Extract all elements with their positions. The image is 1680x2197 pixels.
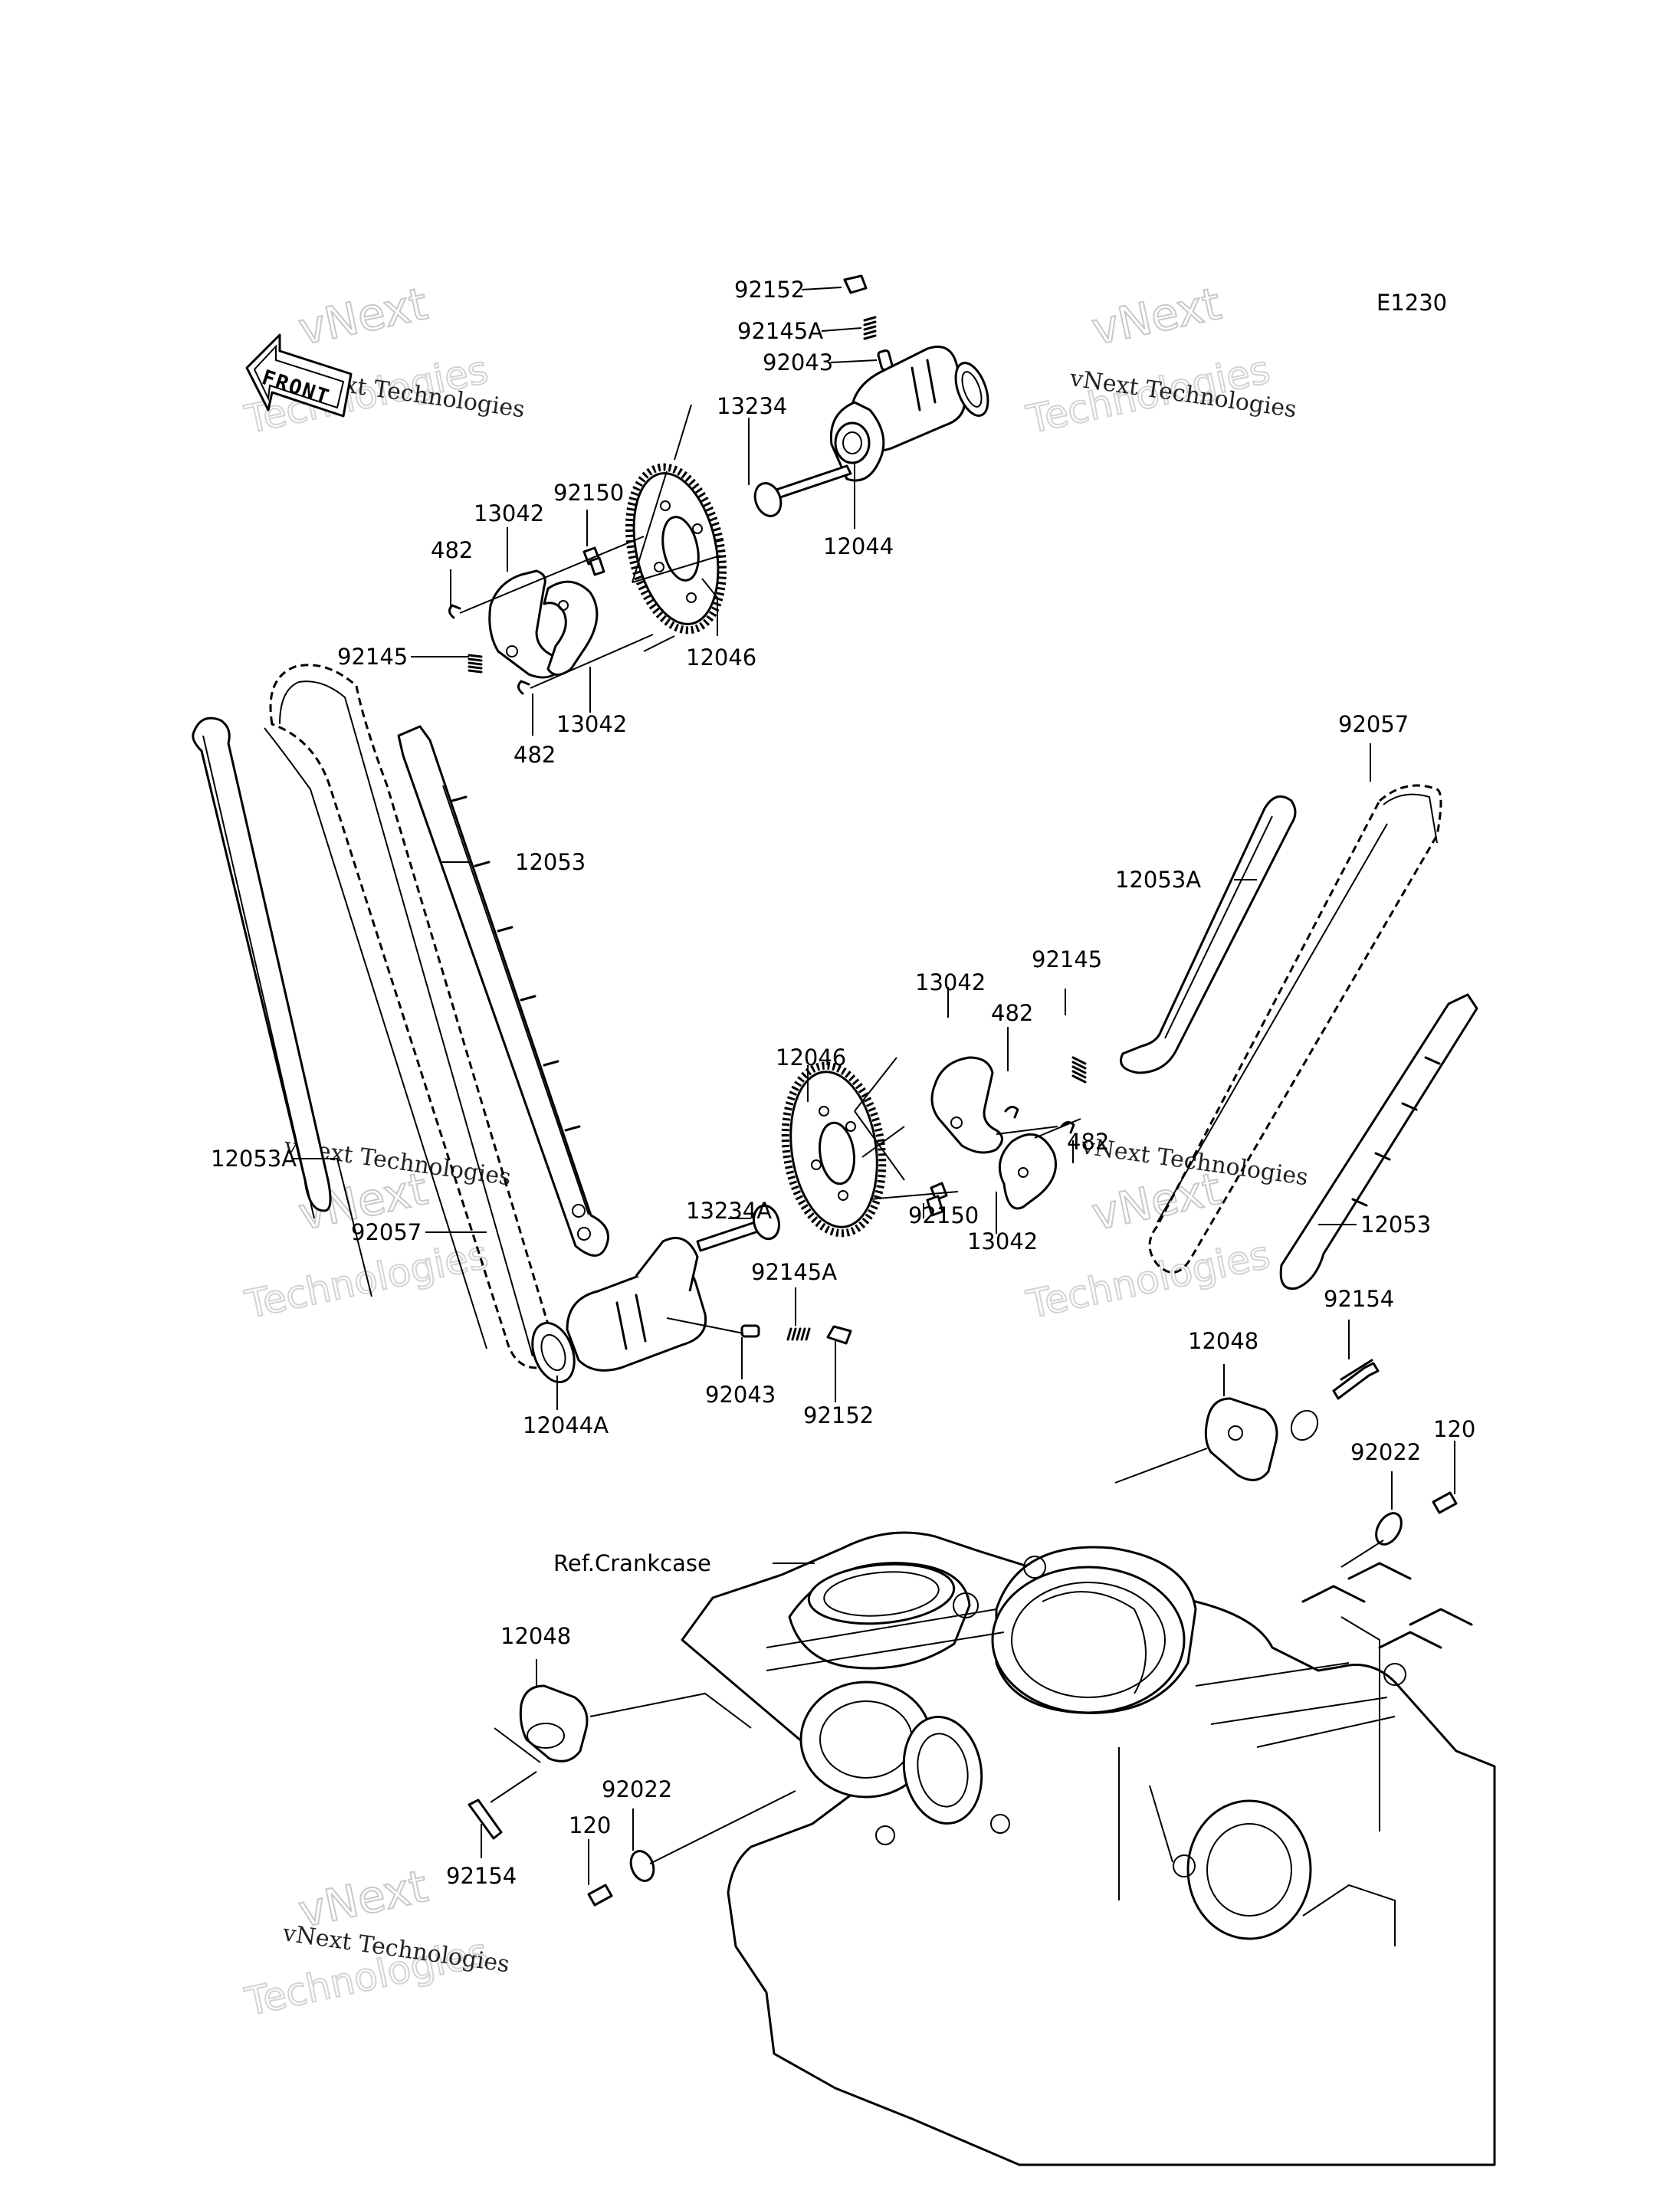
left-chain-assembly xyxy=(192,664,609,1369)
part-12044A-mid: 12044A xyxy=(523,1412,609,1438)
part-13042-mid-upper: 13042 xyxy=(915,969,986,995)
part-92043-mid: 92043 xyxy=(705,1382,776,1408)
part-12053-left: 12053 xyxy=(515,849,586,875)
part-13042-mid-lower: 13042 xyxy=(967,1228,1038,1254)
part-12048-bottom: 12048 xyxy=(500,1623,571,1649)
part-92145A-top: 92145A xyxy=(737,318,823,344)
part-92043-top: 92043 xyxy=(763,349,833,375)
part-92152-top: 92152 xyxy=(734,277,805,303)
watermark-mid-right: vNext Technologies vNext Technologies xyxy=(1022,1133,1309,1328)
part-92152-mid: 92152 xyxy=(803,1402,874,1428)
mid-cam-assembly xyxy=(531,1056,1087,1384)
part-13042-top-upper: 13042 xyxy=(474,500,544,526)
diagram-code: E1230 xyxy=(1376,290,1447,316)
part-12053-right: 12053 xyxy=(1360,1212,1431,1238)
callout-labels: 92152 92145A 92043 13234 12044 92150 130… xyxy=(211,277,1475,1889)
part-92022-bottom: 92022 xyxy=(602,1776,672,1802)
part-482-top-upper: 482 xyxy=(431,537,473,563)
left-tensioner-assembly xyxy=(468,1684,796,1907)
part-482-mid-lower: 482 xyxy=(1067,1129,1109,1155)
part-92150-mid: 92150 xyxy=(908,1202,979,1228)
part-12046-mid: 12046 xyxy=(776,1044,846,1071)
part-92150-top: 92150 xyxy=(553,480,624,506)
part-13042-top-lower: 13042 xyxy=(556,711,627,737)
part-12053A-left: 12053A xyxy=(211,1146,297,1172)
part-12048-right: 12048 xyxy=(1188,1328,1258,1354)
part-92057-left: 92057 xyxy=(351,1219,422,1245)
right-chain-assembly xyxy=(1120,784,1478,1290)
part-92145-top: 92145 xyxy=(337,644,408,670)
part-482-top-lower: 482 xyxy=(514,742,556,768)
part-12044-top: 12044 xyxy=(823,533,894,559)
part-92145A-mid: 92145A xyxy=(751,1259,837,1285)
crankcase xyxy=(681,1531,1496,2166)
watermark-vnext: vNext xyxy=(294,277,432,356)
part-92057-right: 92057 xyxy=(1338,711,1409,737)
part-13234-top: 13234 xyxy=(717,393,787,419)
part-92145-mid: 92145 xyxy=(1032,946,1102,972)
part-92154-bottom: 92154 xyxy=(446,1863,517,1889)
part-120-right: 120 xyxy=(1433,1416,1475,1442)
leader-lines xyxy=(291,287,1455,1885)
watermark-technologies: Technologies xyxy=(1022,1232,1273,1327)
part-12046-top: 12046 xyxy=(686,644,756,671)
part-120-bottom: 120 xyxy=(569,1812,611,1838)
top-cam-assembly xyxy=(448,274,989,695)
part-482-mid-upper: 482 xyxy=(991,1000,1033,1026)
reference-crankcase: Ref.Crankcase xyxy=(553,1550,711,1576)
part-13234A-mid: 13234A xyxy=(686,1198,772,1224)
right-tensioner-assembly xyxy=(1114,1359,1458,1568)
part-12053A-right: 12053A xyxy=(1115,867,1201,893)
part-92022-right: 92022 xyxy=(1350,1439,1421,1465)
part-92154-right: 92154 xyxy=(1324,1286,1394,1312)
watermark-top-right: vNext Technologies vNext Technologies xyxy=(1022,277,1298,443)
watermark-vnext: vNext xyxy=(1088,277,1226,356)
